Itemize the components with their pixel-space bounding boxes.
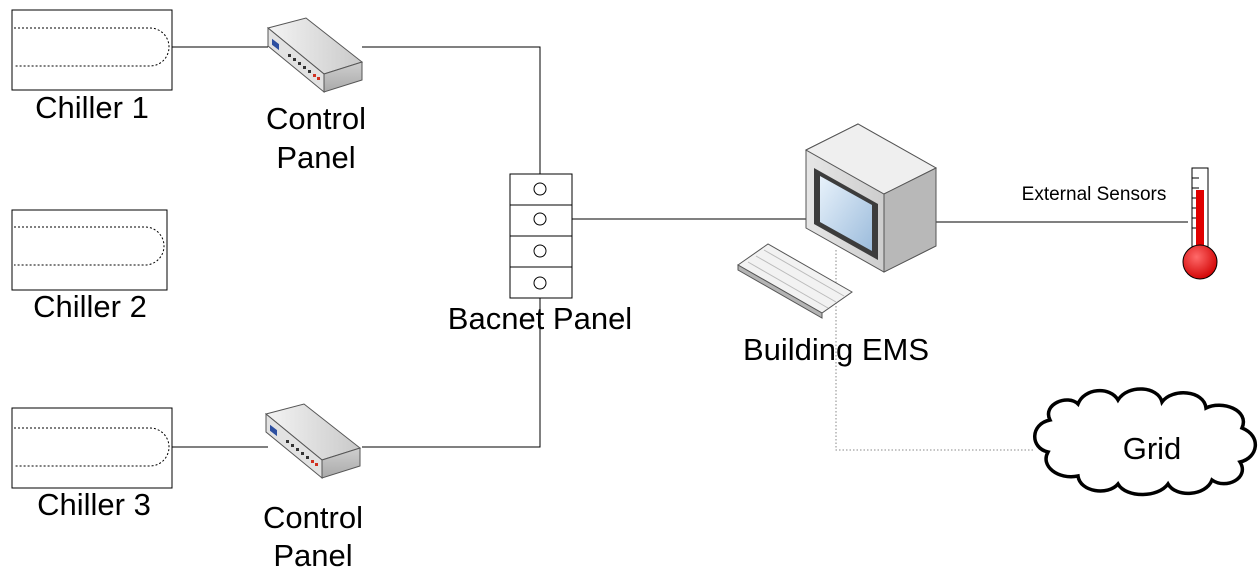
thermometer-icon [1182, 167, 1218, 280]
cloud-icon [1033, 387, 1257, 497]
chiller-1-box [11, 9, 173, 91]
external-sensors-label: External Sensors [1022, 184, 1167, 205]
chiller-2 [11, 209, 168, 291]
chiller-2-label: Chiller 2 [33, 289, 147, 324]
building-ems-computer-icon [737, 123, 938, 319]
connection-lines [172, 46, 1188, 451]
bacnet-panel-label: Bacnet Panel [448, 301, 632, 336]
chiller-2-coil [14, 226, 165, 266]
bacnet-port-1-jack [533, 182, 547, 196]
chiller-3-coil [14, 427, 170, 467]
control-panel-1-label-line2: Panel [276, 140, 355, 175]
control-panel-1-label-line1: Control [266, 101, 366, 136]
bacnet-panel [509, 173, 573, 299]
chiller-3 [11, 407, 173, 489]
control-panel-2-label-line2: Panel [273, 538, 352, 568]
chiller-1-label: Chiller 1 [35, 90, 149, 125]
grid-label: Grid [1123, 431, 1182, 466]
bacnet-port-2-jack [533, 212, 547, 226]
chiller-1-coil [14, 27, 170, 67]
chiller-1 [11, 9, 173, 91]
bacnet-port-4-jack [533, 276, 547, 290]
bacnet-port-3-jack [533, 244, 547, 258]
control-panel-2-icon [264, 403, 362, 480]
control-panel-2-label-line1: Control [263, 500, 363, 535]
link-control-panel1-bacnet [362, 46, 541, 182]
chiller-3-label: Chiller 3 [37, 487, 151, 522]
control-panel-1-icon [266, 17, 364, 94]
link-control-panel2-bacnet [362, 285, 541, 448]
chiller-2-box [11, 209, 168, 291]
link-ems-grid [835, 250, 1035, 451]
building-ems-label: Building EMS [743, 332, 929, 367]
chiller-3-box [11, 407, 173, 489]
